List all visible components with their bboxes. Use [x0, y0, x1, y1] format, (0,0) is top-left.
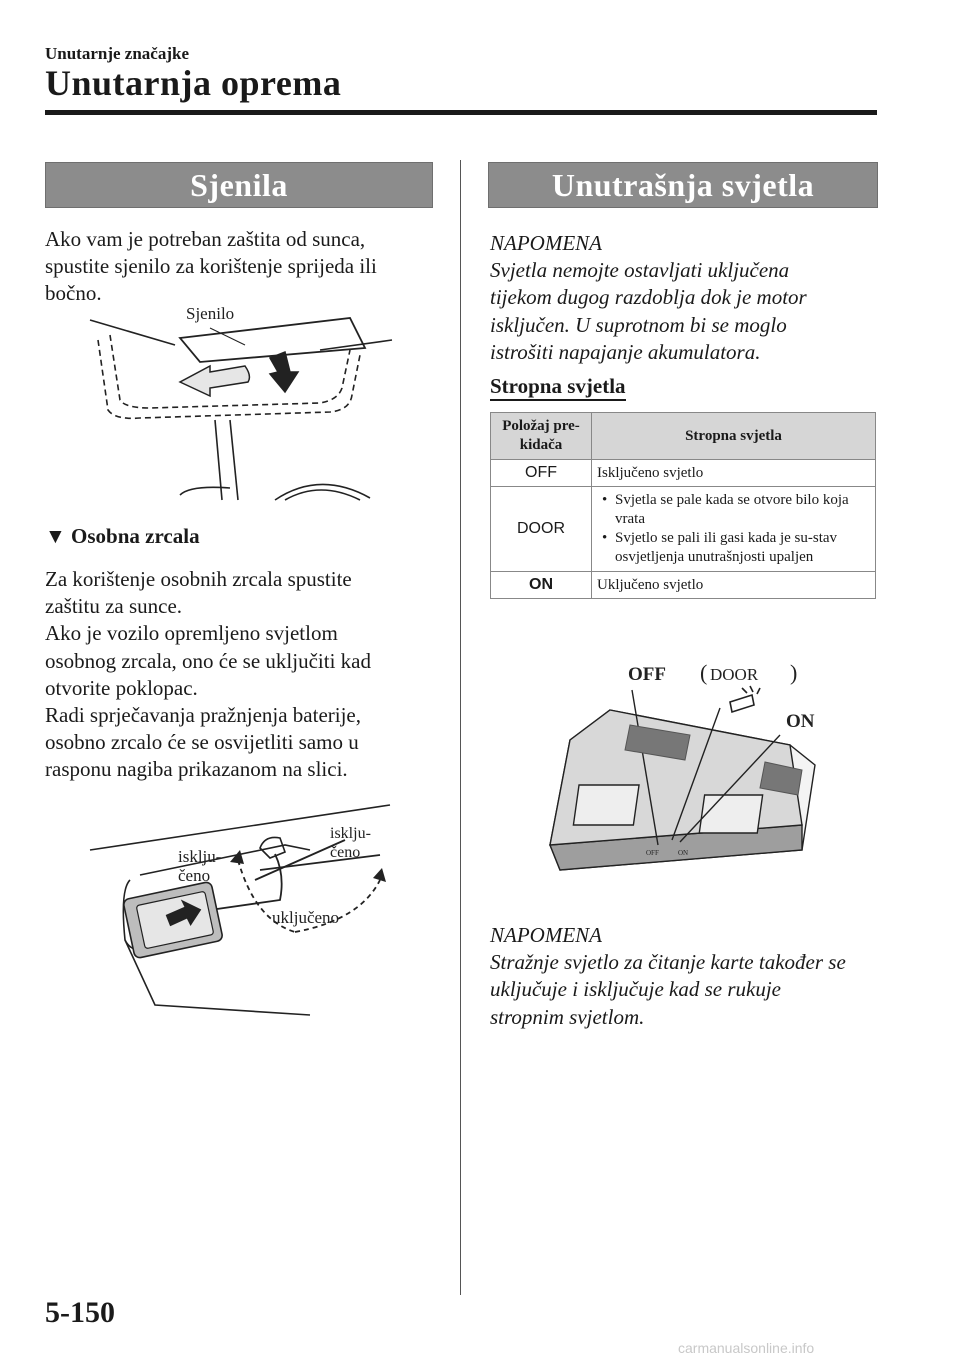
table-row: ON Uključeno svjetlo — [490, 571, 876, 599]
paren-left: ( — [700, 660, 707, 685]
table-row: DOOR Svjetla se pale kada se otvore bilo… — [490, 486, 876, 572]
mirror-paragraph: Za korištenje osobnih zrcala spustite za… — [45, 566, 445, 784]
note-line: istrošiti napajanje akumulatora. — [490, 339, 761, 364]
table-header-row: Položaj pre- kidača Stropna svjetla — [490, 412, 876, 460]
ceiling-light-figure: OFF DOOR ON ( ) OFF ON — [548, 660, 816, 871]
chapter-label: Unutarnje značajke — [45, 44, 190, 63]
section-title-sjenila: Sjenila — [45, 162, 433, 208]
page-number: 5-150 — [45, 1296, 115, 1329]
body-line: osobnog zrcala, ono će se uključiti kad — [45, 648, 371, 673]
column-divider — [460, 160, 461, 1295]
sun-visor-figure: Sjenilo — [89, 304, 393, 501]
fig2-off-left-1: isklju- — [178, 847, 222, 866]
cell-desc: Isključeno svjetlo — [591, 459, 876, 487]
fig3-small-off: OFF — [646, 849, 659, 857]
fig1-callout: Sjenilo — [186, 304, 234, 323]
fig2-off-right-1: isklju- — [330, 825, 371, 842]
header-rule — [45, 110, 877, 115]
fig3-door-label: DOOR — [710, 665, 759, 684]
fig2-on-label: uključeno — [272, 908, 339, 927]
intro-paragraph: Ako vam je potreban zaštita od sunca, sp… — [45, 226, 445, 308]
fig3-small-on: ON — [678, 849, 688, 857]
body-line: Za korištenje osobnih zrcala spustite — [45, 567, 352, 591]
fig2-off-left-2: čeno — [178, 866, 210, 885]
intro-line: spustite sjenilo za korištenje sprijeda … — [45, 254, 377, 279]
note-1: NAPOMENA Svjetla nemojte ostavljati uklj… — [490, 230, 880, 366]
note-line: uključuje i isključuje kad se rukuje — [490, 977, 781, 1002]
body-line: zaštitu za sunce. — [45, 594, 183, 619]
fig3-on-label: ON — [786, 711, 815, 732]
header-line: Položaj pre- — [502, 418, 580, 434]
body-line: osobno zrcalo će se osvijetliti samo u — [45, 730, 359, 755]
note-2: NAPOMENA Stražnje svjetlo za čitanje kar… — [490, 922, 880, 1031]
body-line: Ako je vozilo opremljeno svjetlom — [45, 621, 338, 646]
body-line: rasponu nagiba prikazanom na slici. — [45, 757, 348, 782]
page-title: Unutarnja oprema — [45, 63, 342, 103]
section-title-unutrasnja-svjetla: Unutrašnja svjetla — [488, 162, 878, 208]
fig2-off-right-2: čeno — [330, 844, 360, 861]
door-lamp-icon — [729, 685, 761, 714]
note-title: NAPOMENA — [490, 231, 602, 255]
note-title: NAPOMENA — [490, 923, 602, 947]
cell-position: OFF — [490, 459, 592, 487]
switch-table: Položaj pre- kidača Stropna svjetla OFF … — [490, 412, 876, 599]
table-header-position: Položaj pre- kidača — [490, 412, 592, 460]
note-line: isključen. U suprotnom bi se moglo — [490, 312, 787, 337]
cell-desc: Uključeno svjetlo — [591, 571, 876, 599]
subheading-text: Osobna zrcala — [71, 524, 200, 548]
triangle-down-icon: ▼ — [45, 524, 66, 548]
note-line: tijekom dugog razdoblja dok je motor — [490, 285, 807, 310]
body-line: otvorite poklopac. — [45, 675, 198, 700]
watermark-footer: carmanualsonline.info — [678, 1340, 815, 1356]
paren-right: ) — [790, 660, 797, 685]
intro-line: Ako vam je potreban zaštita od sunca, — [45, 227, 366, 251]
note-line: stropnim svjetlom. — [490, 1004, 645, 1029]
subsection-stropna-svjetla: Stropna svjetla — [490, 374, 626, 401]
subheading-osobna-zrcala: ▼ Osobna zrcala — [45, 524, 200, 549]
cell-desc: Svjetla se pale kada se otvore bilo koja… — [591, 486, 876, 572]
note-line: Stražnje svjetlo za čitanje karte takođe… — [490, 950, 846, 975]
intro-line: bočno. — [45, 281, 102, 306]
fig3-off-label: OFF — [628, 664, 666, 685]
table-header-lights: Stropna svjetla — [591, 412, 876, 460]
cell-position: DOOR — [490, 486, 592, 572]
subsection-title: Stropna svjetla — [490, 374, 626, 401]
bullet-item: Svjetlo se pali ili gasi kada je su-stav… — [602, 529, 870, 567]
body-line: Radi sprječavanja pražnjenja baterije, — [45, 703, 362, 728]
bullet-item: Svjetla se pale kada se otvore bilo koja… — [602, 491, 870, 529]
vanity-mirror-figure: isklju- čeno isklju- čeno uključeno — [89, 804, 391, 1016]
header-line: kidača — [519, 437, 563, 453]
table-row: OFF Isključeno svjetlo — [490, 459, 876, 487]
cell-position: ON — [490, 571, 592, 599]
note-line: Svjetla nemojte ostavljati uključena — [490, 258, 790, 283]
